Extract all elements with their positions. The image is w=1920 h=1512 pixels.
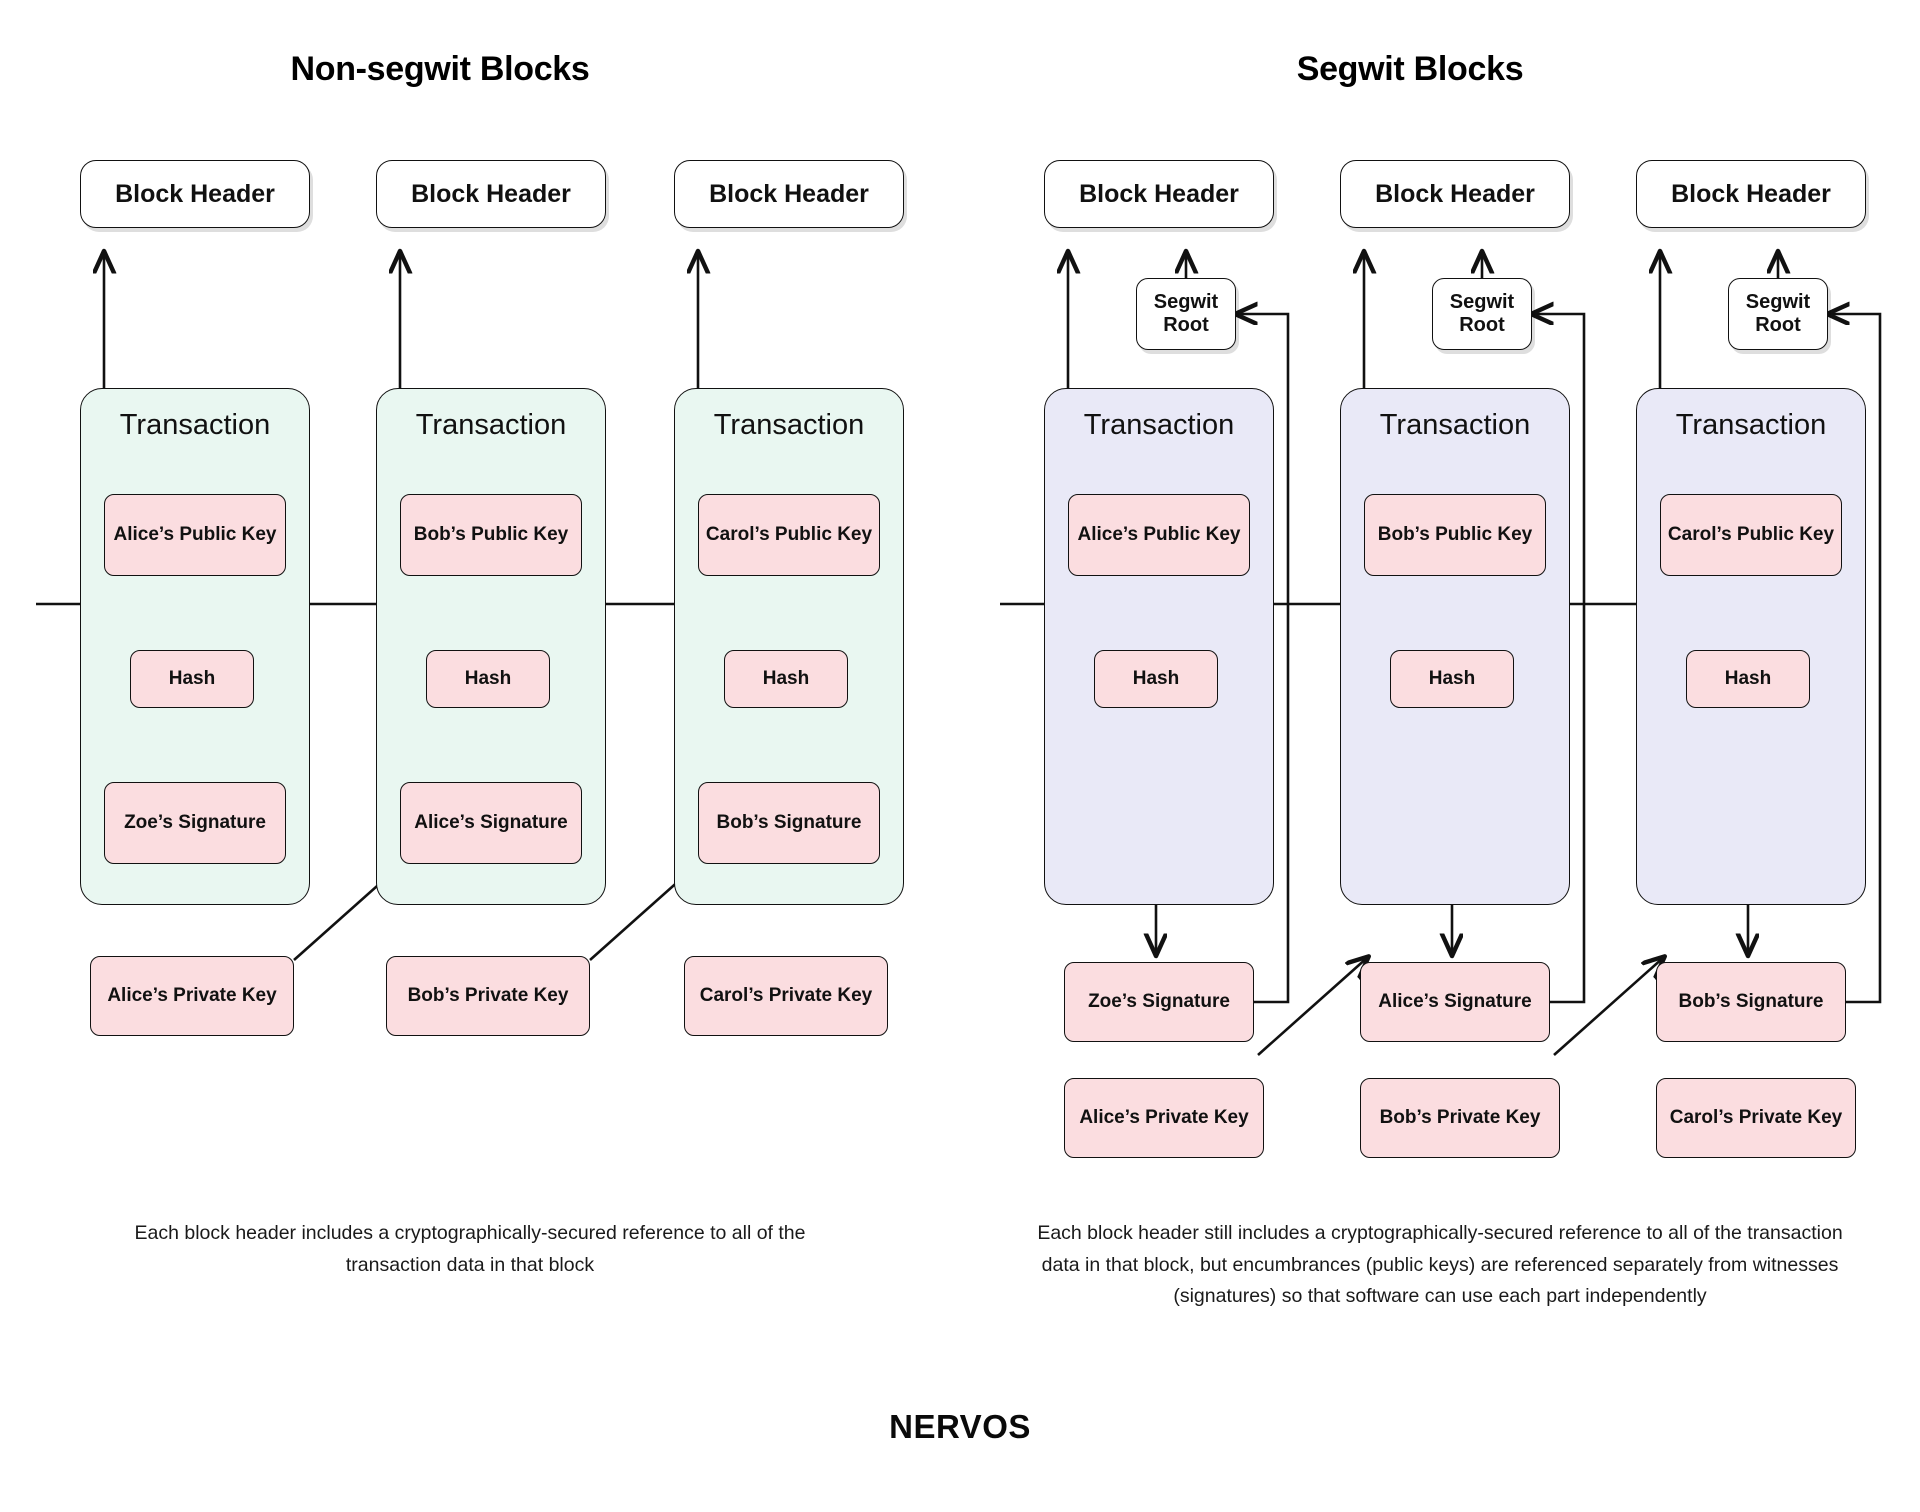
public-key-box-2[interactable]: Bob’s Public Key: [400, 494, 582, 576]
transaction-label: Transaction: [713, 409, 865, 441]
segwit-root-box-3[interactable]: Segwit Root: [1728, 278, 1828, 350]
segwit-private-key-box-1[interactable]: Alice’s Private Key: [1064, 1078, 1264, 1158]
public-key-box-3[interactable]: Carol’s Public Key: [698, 494, 880, 576]
hash-box-1[interactable]: Hash: [130, 650, 254, 708]
private-key-box-2[interactable]: Bob’s Private Key: [386, 956, 590, 1036]
segwit-transaction-box-3[interactable]: Transaction: [1636, 388, 1866, 905]
private-key-box-1[interactable]: Alice’s Private Key: [90, 956, 294, 1036]
segwit-root-box-2[interactable]: Segwit Root: [1432, 278, 1532, 350]
segwit-signature-box-2[interactable]: Alice’s Signature: [1360, 962, 1550, 1042]
segwit-block-header-2[interactable]: Block Header: [1340, 160, 1570, 228]
panel-title-non-segwit: Non-segwit Blocks: [290, 50, 590, 88]
segwit-block-header-1[interactable]: Block Header: [1044, 160, 1274, 228]
transaction-label: Transaction: [1379, 409, 1531, 441]
segwit-private-key-box-3[interactable]: Carol’s Private Key: [1656, 1078, 1856, 1158]
signature-box-2[interactable]: Alice’s Signature: [400, 782, 582, 864]
block-header-2[interactable]: Block Header: [376, 160, 606, 228]
caption-segwit: Each block header still includes a crypt…: [1037, 1222, 1843, 1308]
segwit-hash-box-2[interactable]: Hash: [1390, 650, 1514, 708]
segwit-hash-box-3[interactable]: Hash: [1686, 650, 1810, 708]
block-header-1[interactable]: Block Header: [80, 160, 310, 228]
transaction-label: Transaction: [119, 409, 271, 441]
transaction-label: Transaction: [1675, 409, 1827, 441]
transaction-label: Transaction: [1083, 409, 1235, 441]
signature-box-3[interactable]: Bob’s Signature: [698, 782, 880, 864]
public-key-box-1[interactable]: Alice’s Public Key: [104, 494, 286, 576]
segwit-hash-box-1[interactable]: Hash: [1094, 650, 1218, 708]
segwit-signature-box-3[interactable]: Bob’s Signature: [1656, 962, 1846, 1042]
segwit-public-key-box-2[interactable]: Bob’s Public Key: [1364, 494, 1546, 576]
segwit-transaction-box-1[interactable]: Transaction: [1044, 388, 1274, 905]
segwit-public-key-box-3[interactable]: Carol’s Public Key: [1660, 494, 1842, 576]
caption-non-segwit: Each block header includes a cryptograph…: [134, 1222, 806, 1276]
transaction-label: Transaction: [415, 409, 567, 441]
nervos-logo: NERVOS: [889, 1408, 1031, 1445]
segwit-private-key-box-2[interactable]: Bob’s Private Key: [1360, 1078, 1560, 1158]
hash-box-2[interactable]: Hash: [426, 650, 550, 708]
segwit-transaction-box-2[interactable]: Transaction: [1340, 388, 1570, 905]
block-header-3[interactable]: Block Header: [674, 160, 904, 228]
segwit-root-box-1[interactable]: Segwit Root: [1136, 278, 1236, 350]
private-key-box-3[interactable]: Carol’s Private Key: [684, 956, 888, 1036]
segwit-block-header-3[interactable]: Block Header: [1636, 160, 1866, 228]
segwit-public-key-box-1[interactable]: Alice’s Public Key: [1068, 494, 1250, 576]
panel-title-segwit: Segwit Blocks: [1296, 50, 1524, 88]
signature-box-1[interactable]: Zoe’s Signature: [104, 782, 286, 864]
hash-box-3[interactable]: Hash: [724, 650, 848, 708]
segwit-signature-box-1[interactable]: Zoe’s Signature: [1064, 962, 1254, 1042]
